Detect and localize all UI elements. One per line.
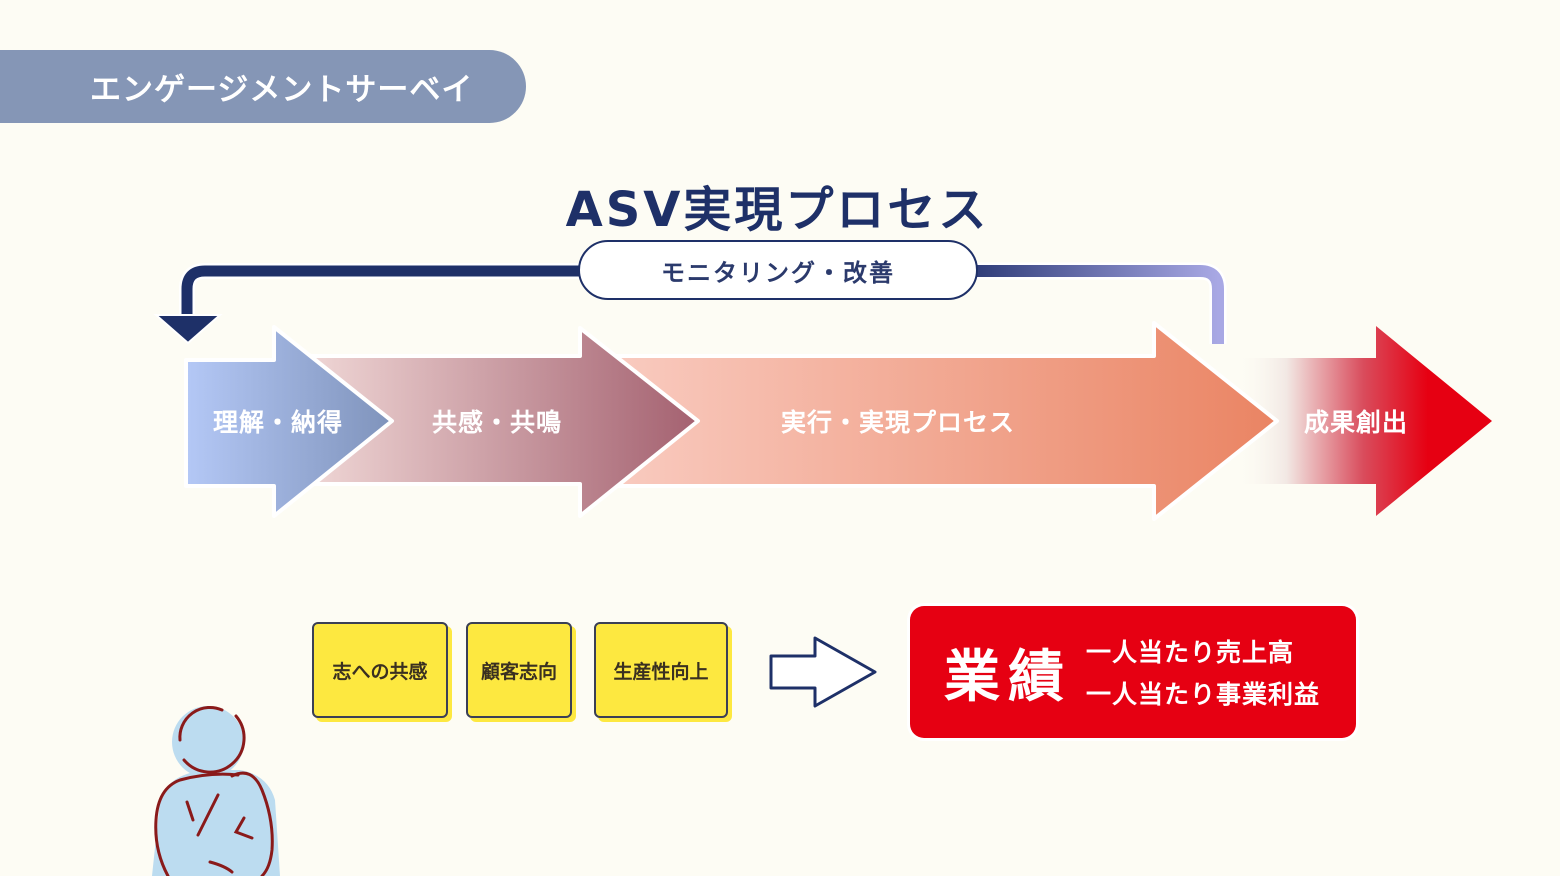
factor-card: 志への共感 [312,622,448,718]
result-metric: 一人当たり事業利益 [1086,680,1321,709]
factor-card: 顧客志向 [466,622,572,718]
feedback-loop-right [975,262,1227,344]
section-tag-label: エンゲージメントサーベイ [90,72,474,108]
step-label-4: 成果創出 [1303,408,1409,437]
step-label-1: 理解・納得 [212,408,344,437]
page-title-text: ASV実現プロセス [565,182,990,238]
result-metrics: 一人当たり売上高 一人当たり事業利益 [1086,633,1320,711]
factor-label: 生産性向上 [613,660,709,683]
page-title: ASV実現プロセス [0,170,1560,240]
right-arrow-icon [769,636,877,708]
factor-card: 生産性向上 [594,622,728,718]
process-arrow-3 [610,321,1279,521]
result-box: 業績 一人当たり売上高 一人当たり事業利益 [910,606,1356,738]
process-arrow-1 [184,325,394,518]
result-metric: 一人当たり売上高 [1086,638,1295,667]
process-arrow-2 [308,326,700,518]
monitoring-improvement-label: モニタリング・改善 [578,240,978,300]
monitoring-label-text: モニタリング・改善 [661,258,895,287]
factor-label: 志への共感 [332,660,428,683]
thinking-person-icon [152,705,280,876]
result-title: 業績 [944,644,1072,710]
step-label-2: 共感・共鳴 [431,408,563,437]
loop-arrowhead-icon [153,314,223,345]
factor-label: 顧客志向 [480,660,557,683]
step-label-3: 実行・実現プロセス [780,408,1016,437]
process-arrow-4 [1235,326,1492,516]
feedback-loop-left [153,263,580,345]
section-tag: エンゲージメントサーベイ [0,50,526,123]
